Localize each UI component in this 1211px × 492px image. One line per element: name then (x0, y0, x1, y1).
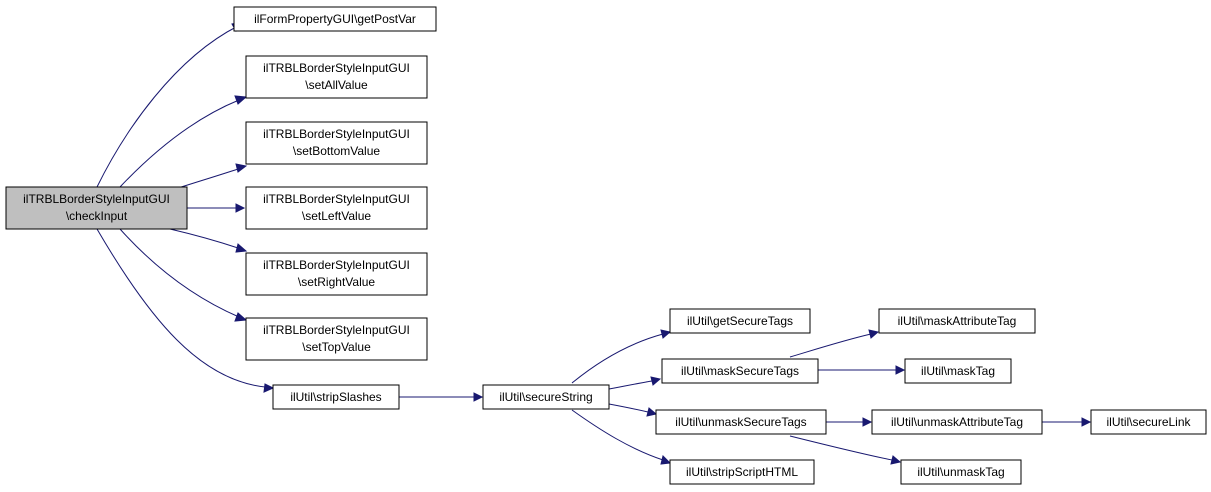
node-maskAttributeTag-line1: ilUtil\maskAttributeTag (898, 314, 1017, 328)
node-setAllValue-line1: ilTRBLBorderStyleInputGUI (263, 61, 410, 75)
edge-maskSecureTags-maskTag-arrow (895, 365, 906, 375)
node-unmaskAttributeTag[interactable]: ilUtil\unmaskAttributeTag (871, 409, 1043, 435)
node-maskSecureTags-line1: ilUtil\maskSecureTags (681, 364, 799, 378)
edge-checkInput-setTopValue-arrow (234, 312, 248, 322)
nodes: ilTRBLBorderStyleInputGUI \checkInput il… (5, 6, 1207, 485)
edge-maskSecureTags-maskAttributeTag (789, 333, 872, 358)
node-maskSecureTags[interactable]: ilUtil\maskSecureTags (661, 358, 819, 384)
node-getPostVar-line1: ilFormPropertyGUI\getPostVar (254, 12, 416, 26)
node-stripSlashes[interactable]: ilUtil\stripSlashes (272, 384, 400, 410)
node-stripScriptHTML[interactable]: ilUtil\stripScriptHTML (669, 459, 815, 485)
node-secureString-line1: ilUtil\secureString (499, 390, 592, 404)
edge-checkInput-setLeftValue-arrow (235, 203, 246, 213)
node-checkInput-line1: ilTRBLBorderStyleInputGUI (23, 192, 170, 206)
edge-secureString-unmaskSecureTags-arrow (646, 407, 658, 417)
node-getSecureTags-line1: ilUtil\getSecureTags (687, 314, 793, 328)
node-maskAttributeTag[interactable]: ilUtil\maskAttributeTag (878, 308, 1036, 334)
node-setLeftValue[interactable]: ilTRBLBorderStyleInputGUI \setLeftValue (245, 186, 428, 230)
edge-unmaskSecureTags-unmaskAttributeTag-arrow (862, 417, 873, 427)
edge-checkInput-setBottomValue (174, 168, 239, 190)
node-unmaskTag[interactable]: ilUtil\unmaskTag (900, 459, 1022, 485)
edge-checkInput-setAllValue (119, 99, 240, 188)
edges (96, 21, 1092, 465)
node-checkInput[interactable]: ilTRBLBorderStyleInputGUI \checkInput (5, 186, 188, 230)
edge-secureString-stripScriptHTML-arrow (660, 455, 672, 465)
node-setBottomValue[interactable]: ilTRBLBorderStyleInputGUI \setBottomValu… (245, 121, 428, 165)
node-setRightValue-line1: ilTRBLBorderStyleInputGUI (263, 258, 410, 272)
edge-secureString-maskSecureTags-arrow (650, 376, 662, 386)
edge-secureString-getSecureTags-arrow (660, 329, 672, 339)
edge-checkInput-stripSlashes (96, 228, 266, 388)
node-maskTag[interactable]: ilUtil\maskTag (904, 358, 1012, 384)
node-unmaskSecureTags-line1: ilUtil\unmaskSecureTags (675, 415, 806, 429)
node-stripSlashes-line1: ilUtil\stripSlashes (290, 390, 381, 404)
edge-unmaskSecureTags-unmaskTag (789, 435, 893, 461)
edge-checkInput-setBottomValue-arrow (235, 163, 248, 173)
edge-checkInput-stripSlashes-arrow (263, 383, 275, 393)
edge-maskSecureTags-maskAttributeTag-arrow (868, 329, 880, 339)
edge-stripSlashes-secureString-arrow (473, 392, 484, 402)
node-unmaskTag-line1: ilUtil\unmaskTag (917, 465, 1004, 479)
node-secureLink-line1: ilUtil\secureLink (1106, 415, 1191, 429)
edge-checkInput-setTopValue (119, 228, 240, 318)
node-secureString[interactable]: ilUtil\secureString (482, 384, 610, 410)
node-unmaskAttributeTag-line1: ilUtil\unmaskAttributeTag (891, 415, 1023, 429)
edge-checkInput-setRightValue-arrow (235, 243, 248, 253)
node-secureLink[interactable]: ilUtil\secureLink (1090, 409, 1207, 435)
edge-unmaskSecureTags-unmaskTag-arrow (890, 455, 902, 465)
node-setLeftValue-line1: ilTRBLBorderStyleInputGUI (263, 192, 410, 206)
node-getPostVar[interactable]: ilFormPropertyGUI\getPostVar (233, 6, 437, 32)
edge-secureString-unmaskSecureTags (608, 403, 649, 413)
node-setAllValue-line2: \setAllValue (305, 78, 368, 92)
node-unmaskSecureTags[interactable]: ilUtil\unmaskSecureTags (655, 409, 827, 435)
node-setTopValue-line1: ilTRBLBorderStyleInputGUI (263, 323, 410, 337)
node-stripScriptHTML-line1: ilUtil\stripScriptHTML (686, 465, 798, 479)
node-setLeftValue-line2: \setLeftValue (302, 209, 371, 223)
edge-secureString-stripScriptHTML (571, 409, 664, 461)
node-setBottomValue-line2: \setBottomValue (293, 144, 380, 158)
node-setRightValue-line2: \setRightValue (298, 275, 375, 289)
node-getSecureTags[interactable]: ilUtil\getSecureTags (669, 308, 811, 334)
node-setTopValue-line2: \setTopValue (302, 340, 371, 354)
edge-secureString-maskSecureTags (608, 380, 653, 390)
node-setRightValue[interactable]: ilTRBLBorderStyleInputGUI \setRightValue (245, 252, 428, 296)
node-checkInput-line2: \checkInput (66, 209, 128, 223)
edge-checkInput-setAllValue-arrow (234, 95, 248, 105)
edge-unmaskAttributeTag-secureLink-arrow (1081, 417, 1092, 427)
node-setTopValue[interactable]: ilTRBLBorderStyleInputGUI \setTopValue (245, 317, 428, 361)
node-setBottomValue-line1: ilTRBLBorderStyleInputGUI (263, 127, 410, 141)
edge-secureString-getSecureTags (571, 333, 664, 384)
edge-checkInput-setRightValue (169, 228, 239, 249)
node-maskTag-line1: ilUtil\maskTag (921, 364, 995, 378)
edge-checkInput-getPostVar (96, 25, 239, 188)
node-setAllValue[interactable]: ilTRBLBorderStyleInputGUI \setAllValue (245, 55, 428, 99)
